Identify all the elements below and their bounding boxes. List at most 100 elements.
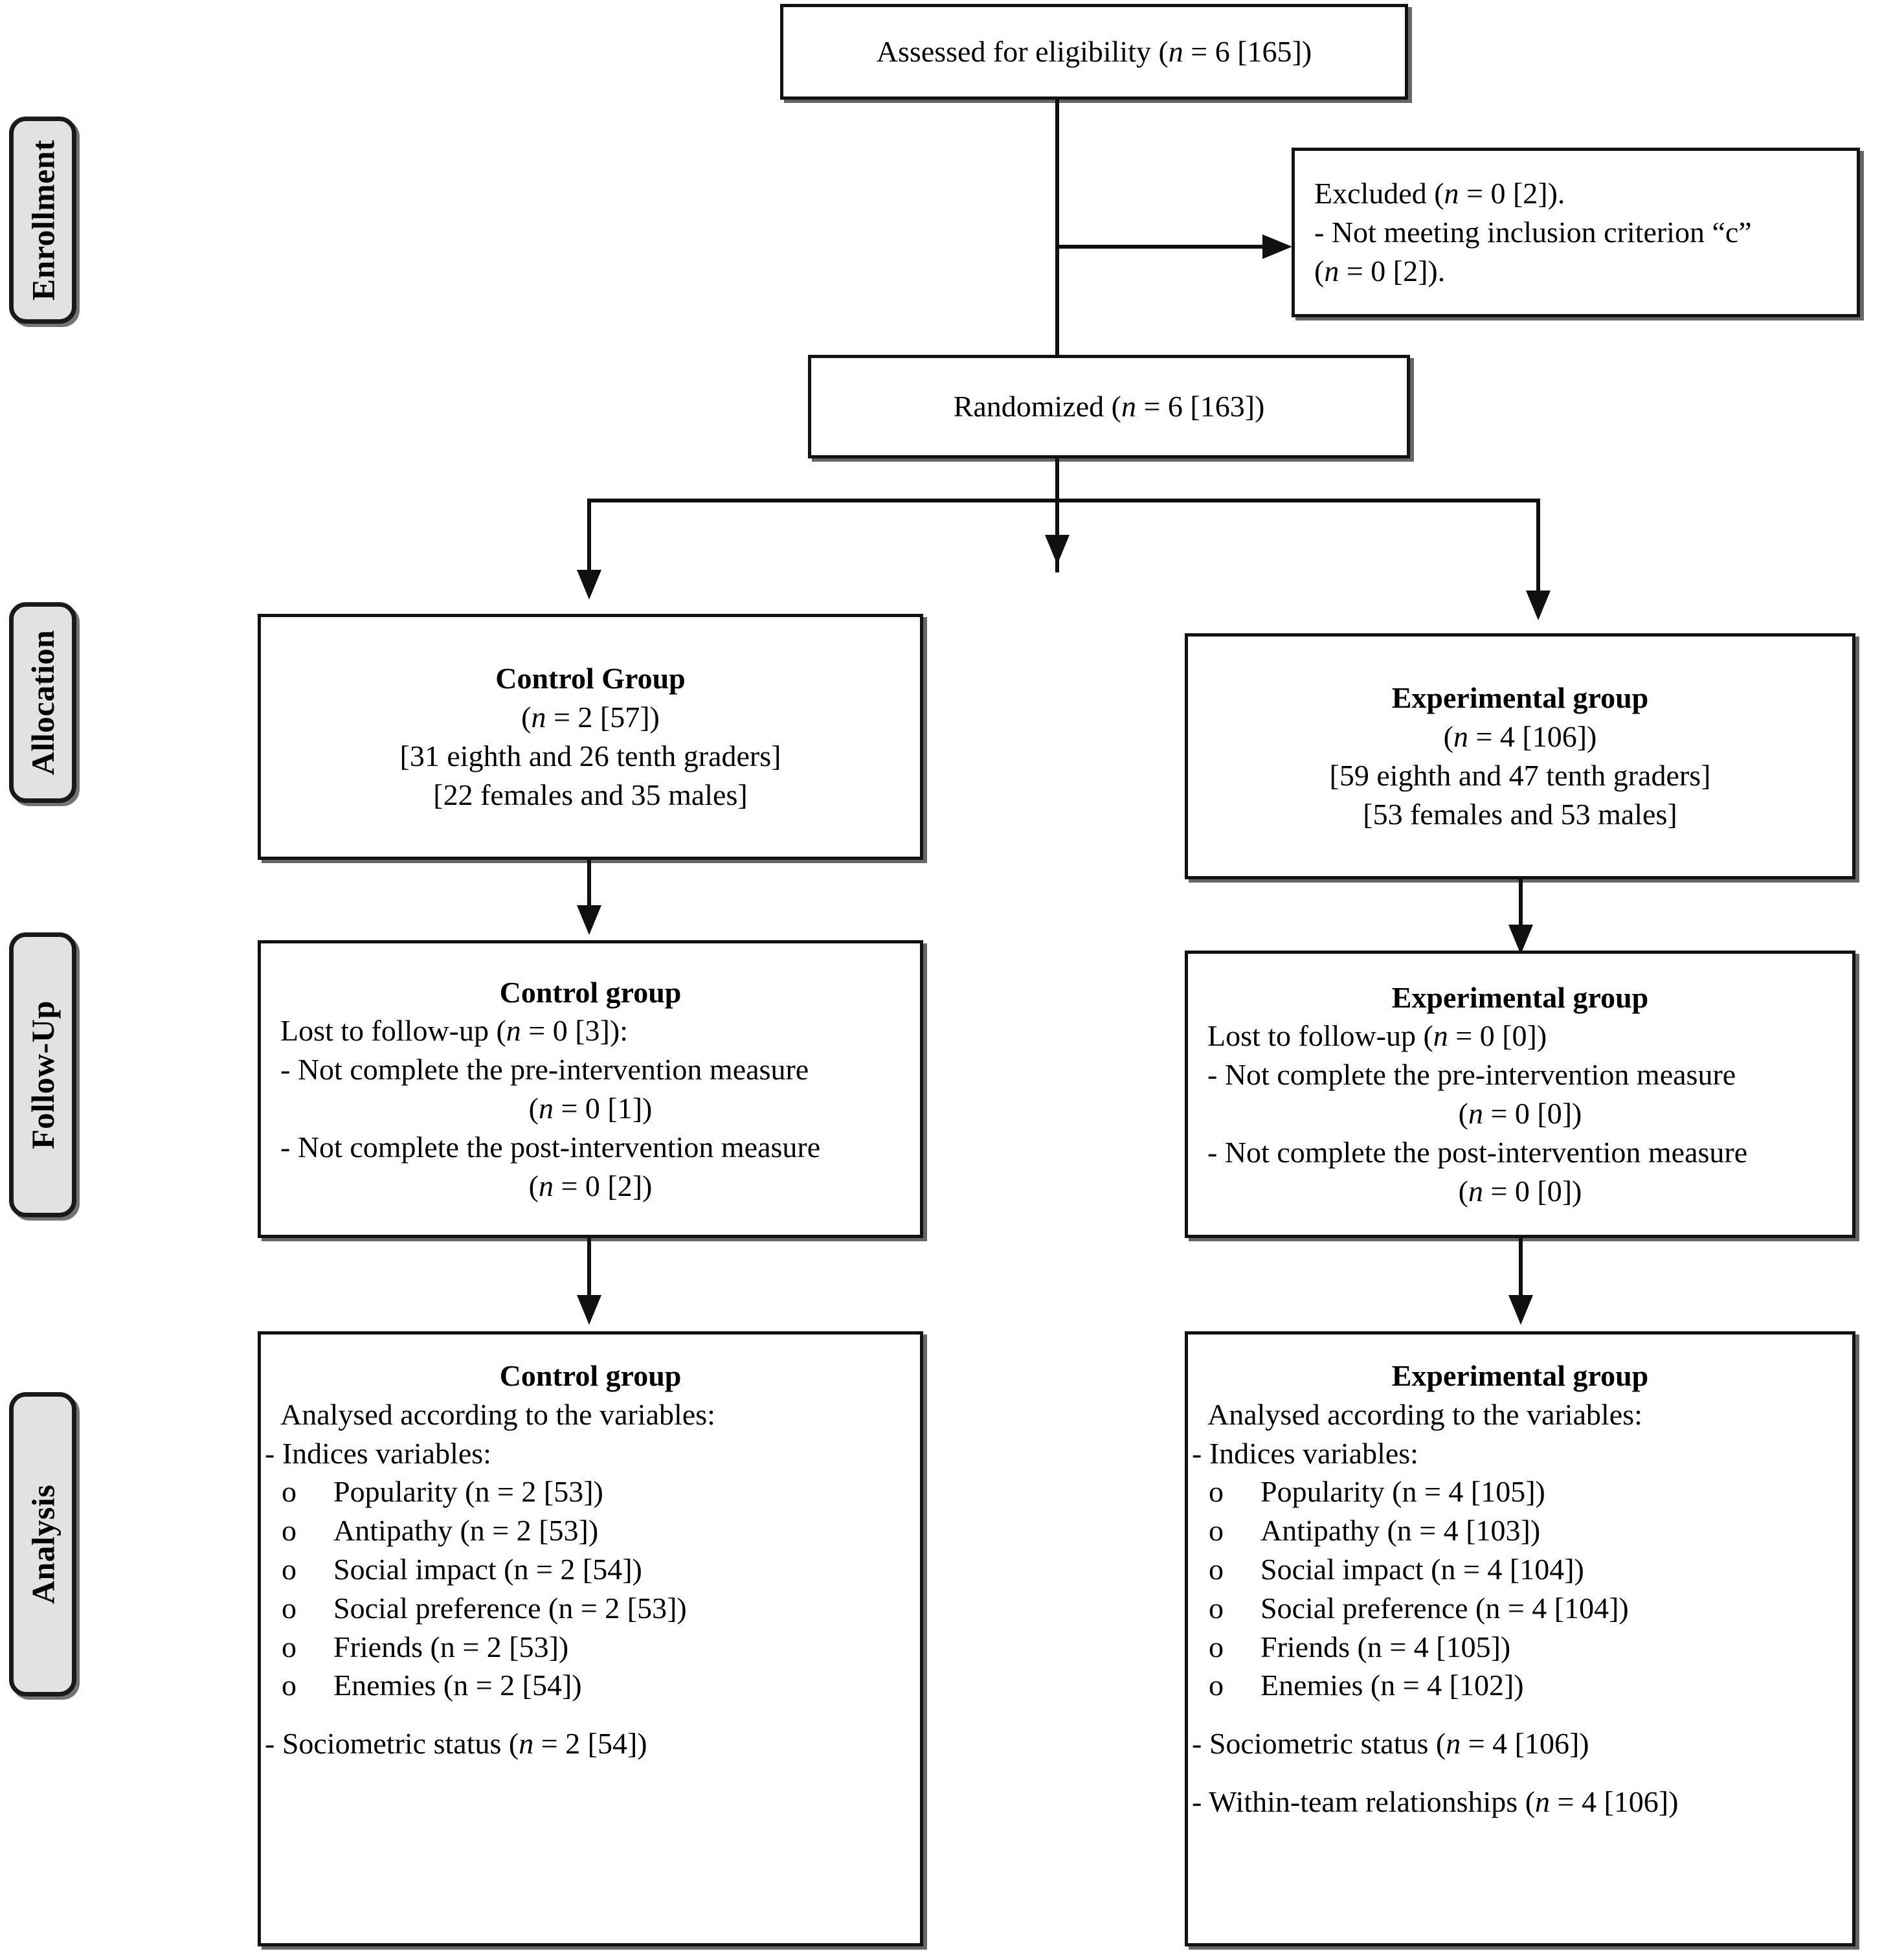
list-bullet-icon: o — [1209, 1591, 1224, 1625]
followup-experimental-line-5: (n = 0 [0]) — [1458, 1174, 1582, 1208]
phase-label-followup-text: Follow-Up — [25, 1000, 61, 1149]
followup-control-line-5: (n = 0 [2]) — [528, 1169, 653, 1202]
analysis-control-intro: Analysed according to the variables: — [280, 1397, 715, 1431]
excluded-line-2: - Not meeting inclusion criterion “c” — [1314, 216, 1752, 249]
box-randomized: Randomized (n = 6 [163]) — [808, 355, 1410, 458]
followup-experimental-line-4: - Not complete the post-intervention mea… — [1207, 1135, 1748, 1169]
followup-control-line-2: - Not complete the pre-intervention meas… — [280, 1053, 809, 1087]
analysis-experimental-index-1: Popularity (n = 4 [105]) — [1260, 1475, 1545, 1509]
analysis-experimental-index-row: o Social preference (n = 4 [104]) — [1188, 1589, 1852, 1628]
list-bullet-icon: o — [282, 1630, 297, 1663]
box-followup-control: Control group Lost to follow-up (n = 0 [… — [258, 940, 923, 1238]
allocation-experimental-title: Experimental group — [1391, 681, 1649, 715]
box-followup-experimental: Experimental group Lost to follow-up (n … — [1185, 951, 1855, 1238]
analysis-experimental-index-6: Enemies (n = 4 [102]) — [1260, 1669, 1524, 1702]
allocation-experimental-line-2: [59 eighth and 47 tenth graders] — [1329, 759, 1711, 792]
allocation-control-title: Control Group — [495, 662, 686, 695]
analysis-control-index-row: o Social impact (n = 2 [54]) — [261, 1550, 920, 1589]
arrow-split-right — [1526, 591, 1551, 620]
analysis-experimental-index-3: Social impact (n = 4 [104]) — [1260, 1552, 1584, 1586]
arrow-alloc-to-follow-right — [1508, 925, 1533, 954]
followup-control-title: Control group — [499, 975, 682, 1009]
list-bullet-icon: o — [282, 1552, 297, 1586]
analysis-control-index-1: Popularity (n = 2 [53]) — [333, 1475, 603, 1509]
allocation-control-line-2: [31 eighth and 26 tenth graders] — [399, 739, 781, 772]
analysis-control-index-row: o Friends (n = 2 [53]) — [261, 1628, 920, 1667]
list-bullet-icon: o — [282, 1591, 297, 1625]
list-bullet-icon: o — [1209, 1475, 1224, 1509]
connector-assessed-stem — [1055, 100, 1059, 572]
list-bullet-icon: o — [282, 1669, 297, 1702]
randomized-line-1: Randomized (n = 6 [163]) — [953, 390, 1265, 423]
followup-experimental-line-3: (n = 0 [0]) — [1458, 1097, 1582, 1130]
analysis-control-index-3: Social impact (n = 2 [54]) — [333, 1552, 642, 1586]
followup-experimental-line-1: Lost to follow-up (n = 0 [0]) — [1207, 1019, 1547, 1053]
box-assessed-for-eligibility: Assessed for eligibility (n = 6 [165]) — [780, 4, 1408, 100]
connector-split-right-drop — [1536, 499, 1540, 597]
analysis-experimental-index-4: Social preference (n = 4 [104]) — [1260, 1591, 1629, 1625]
analysis-experimental-title: Experimental group — [1391, 1359, 1649, 1392]
analysis-control-indices-header: - Indices variables: — [265, 1436, 491, 1470]
connector-alloc-to-follow-right — [1519, 879, 1523, 931]
analysis-experimental-index-row: o Enemies (n = 4 [102]) — [1188, 1666, 1852, 1705]
followup-control-line-1: Lost to follow-up (n = 0 [3]): — [280, 1014, 628, 1048]
list-bullet-icon: o — [1209, 1669, 1224, 1702]
arrow-alloc-to-follow-left — [577, 905, 601, 935]
analysis-control-index-2: Antipathy (n = 2 [53]) — [333, 1514, 599, 1548]
analysis-control-index-4: Social preference (n = 2 [53]) — [333, 1591, 687, 1625]
connector-randomized-stem — [1055, 458, 1059, 500]
phase-label-followup: Follow-Up — [9, 932, 76, 1217]
analysis-experimental-indices-header: - Indices variables: — [1192, 1436, 1418, 1470]
assessed-line-1: Assessed for eligibility (n = 6 [165]) — [876, 35, 1312, 69]
phase-label-enrollment: Enrollment — [9, 117, 76, 324]
allocation-experimental-line-3: [53 females and 53 males] — [1363, 797, 1677, 831]
connector-follow-to-analysis-left — [587, 1238, 591, 1300]
box-allocation-control: Control Group (n = 2 [57]) [31 eighth an… — [258, 614, 923, 860]
analysis-control-extra-1: - Sociometric status (n = 2 [54]) — [265, 1727, 647, 1761]
excluded-line-1: Excluded (n = 0 [2]). — [1314, 177, 1565, 210]
arrow-follow-to-analysis-left — [577, 1295, 601, 1325]
box-analysis-control: Control group Analysed according to the … — [258, 1331, 923, 1946]
analysis-experimental-intro: Analysed according to the variables: — [1207, 1397, 1642, 1431]
connector-alloc-to-follow-left — [587, 860, 591, 912]
connector-split-left-drop — [587, 499, 591, 576]
phase-label-allocation: Allocation — [9, 602, 76, 803]
phase-label-analysis-text: Analysis — [25, 1484, 61, 1605]
box-allocation-experimental: Experimental group (n = 4 [106]) [59 eig… — [1185, 633, 1855, 879]
followup-experimental-line-2: - Not complete the pre-intervention meas… — [1207, 1058, 1736, 1092]
phase-label-allocation-text: Allocation — [25, 629, 61, 776]
analysis-control-index-row: o Antipathy (n = 2 [53]) — [261, 1511, 920, 1550]
analysis-experimental-index-row: o Popularity (n = 4 [105]) — [1188, 1472, 1852, 1511]
excluded-line-3: (n = 0 [2]). — [1314, 254, 1446, 287]
allocation-control-line-3: [22 females and 35 males] — [433, 778, 748, 811]
list-bullet-icon: o — [1209, 1514, 1224, 1548]
followup-experimental-title: Experimental group — [1391, 980, 1649, 1014]
analysis-control-index-5: Friends (n = 2 [53]) — [333, 1630, 569, 1663]
analysis-control-title: Control group — [499, 1359, 682, 1392]
allocation-experimental-line-1: (n = 4 [106]) — [1443, 720, 1597, 754]
analysis-control-index-row: o Social preference (n = 2 [53]) — [261, 1589, 920, 1628]
followup-control-line-4: - Not complete the post-intervention mea… — [280, 1130, 821, 1164]
phase-label-enrollment-text: Enrollment — [25, 139, 61, 301]
connector-to-excluded — [1059, 245, 1271, 249]
phase-label-analysis: Analysis — [9, 1392, 76, 1696]
list-bullet-icon: o — [282, 1475, 297, 1509]
arrow-to-excluded — [1262, 234, 1292, 259]
allocation-control-line-1: (n = 2 [57]) — [521, 701, 660, 734]
arrow-assessed-to-randomized — [1045, 535, 1070, 565]
box-excluded: Excluded (n = 0 [2]). - Not meeting incl… — [1292, 148, 1860, 317]
connector-split-horizontal — [587, 499, 1540, 502]
analysis-experimental-extra-1: - Sociometric status (n = 4 [106]) — [1192, 1727, 1589, 1761]
analysis-experimental-index-5: Friends (n = 4 [105]) — [1260, 1630, 1511, 1663]
list-bullet-icon: o — [282, 1514, 297, 1548]
analysis-control-index-row: o Popularity (n = 2 [53]) — [261, 1472, 920, 1511]
connector-follow-to-analysis-right — [1519, 1238, 1523, 1300]
box-analysis-experimental: Experimental group Analysed according to… — [1185, 1331, 1855, 1946]
followup-control-line-3: (n = 0 [1]) — [528, 1092, 653, 1125]
arrow-split-left — [577, 570, 601, 600]
